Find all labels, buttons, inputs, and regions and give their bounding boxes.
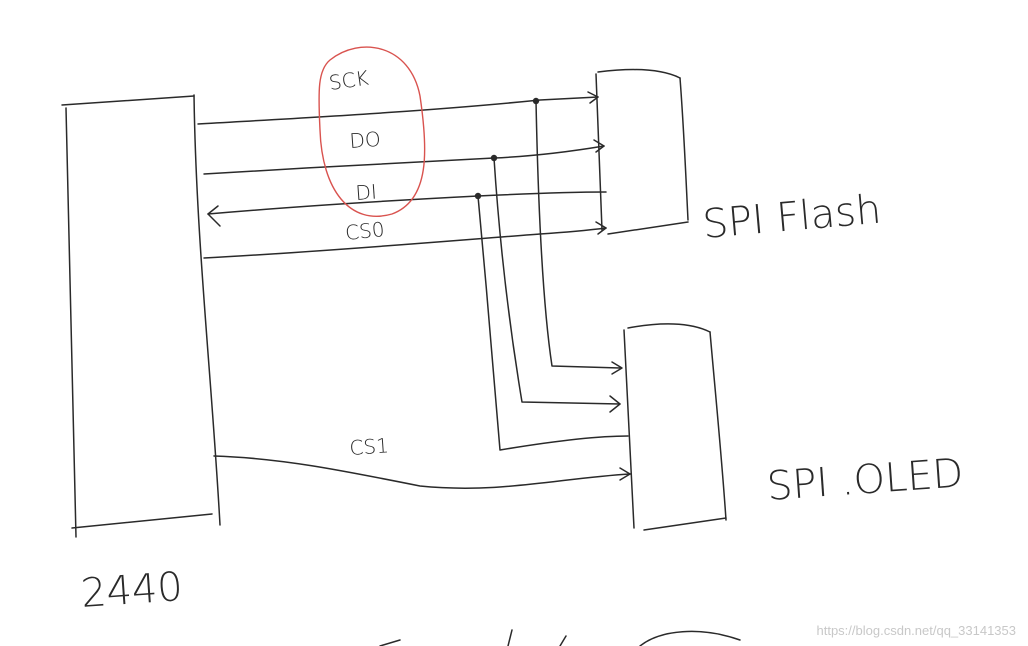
sck-line (197, 91, 623, 375)
sck-label: SCK (327, 66, 370, 95)
bottom-scribble (379, 629, 741, 646)
di-line (207, 191, 629, 451)
sck-junction-dot (532, 97, 540, 105)
do-junction-dot (490, 154, 498, 162)
do-label: DO (349, 127, 382, 153)
flash-label: SPI Flash (701, 187, 883, 248)
do-line (203, 139, 621, 413)
watermark: https://blog.csdn.net/qq_33141353 (816, 623, 1017, 638)
master-block-2440 (61, 94, 221, 538)
cs1-label: CS1 (349, 433, 390, 460)
oled-label: SPI .OLED (765, 450, 964, 510)
master-label: 2440 (79, 564, 184, 617)
signal-highlight-circle (318, 46, 426, 217)
cs0-line (203, 221, 607, 259)
oled-block (623, 323, 727, 531)
cs0-label: CS0 (344, 217, 386, 245)
flash-block (595, 68, 689, 235)
di-junction-dot (474, 192, 482, 200)
di-label: DI (355, 180, 378, 205)
cs1-line (213, 455, 631, 489)
